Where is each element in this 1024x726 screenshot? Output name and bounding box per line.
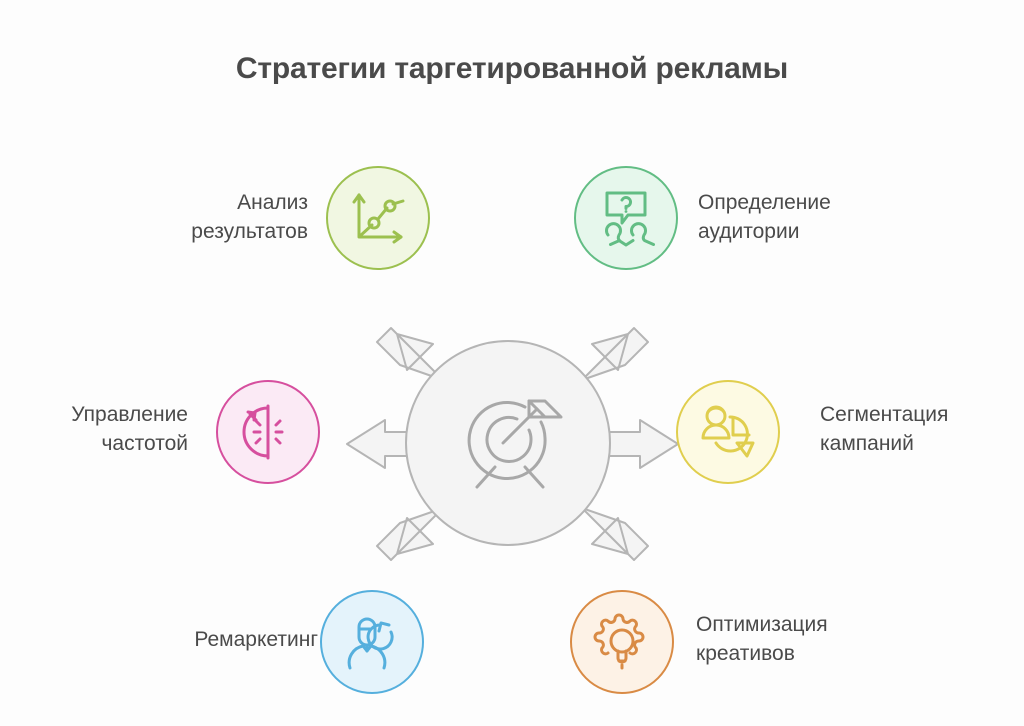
center-hub-circle [405,340,611,546]
label-remarketing: Ремаркетинг [194,628,318,651]
node-remarketing[interactable] [320,590,424,694]
line-chart-icon [352,193,405,244]
node-analytics[interactable] [326,166,430,270]
label-optimization: Оптимизация креативов [696,613,828,665]
person-pie-chart-icon [701,405,755,458]
people-question-icon [605,191,655,247]
page-title: Стратегии таргетированной рекламы [235,52,789,85]
center-hub [405,340,615,550]
person-refresh-icon [347,617,394,670]
target-arrow-icon [467,399,563,489]
node-audience[interactable] [574,166,678,270]
node-frequency[interactable] [216,380,320,484]
label-analytics: Анализ результатов [191,191,308,243]
label-segmentation: Сегментация кампаний [820,403,949,455]
node-segmentation[interactable] [676,380,780,484]
label-audience: Определение аудитории [698,191,831,243]
gauge-icon [242,404,284,460]
gear-lightbulb-icon [593,613,645,670]
node-optimization[interactable] [570,590,674,694]
label-frequency: Управление частотой [71,403,188,455]
